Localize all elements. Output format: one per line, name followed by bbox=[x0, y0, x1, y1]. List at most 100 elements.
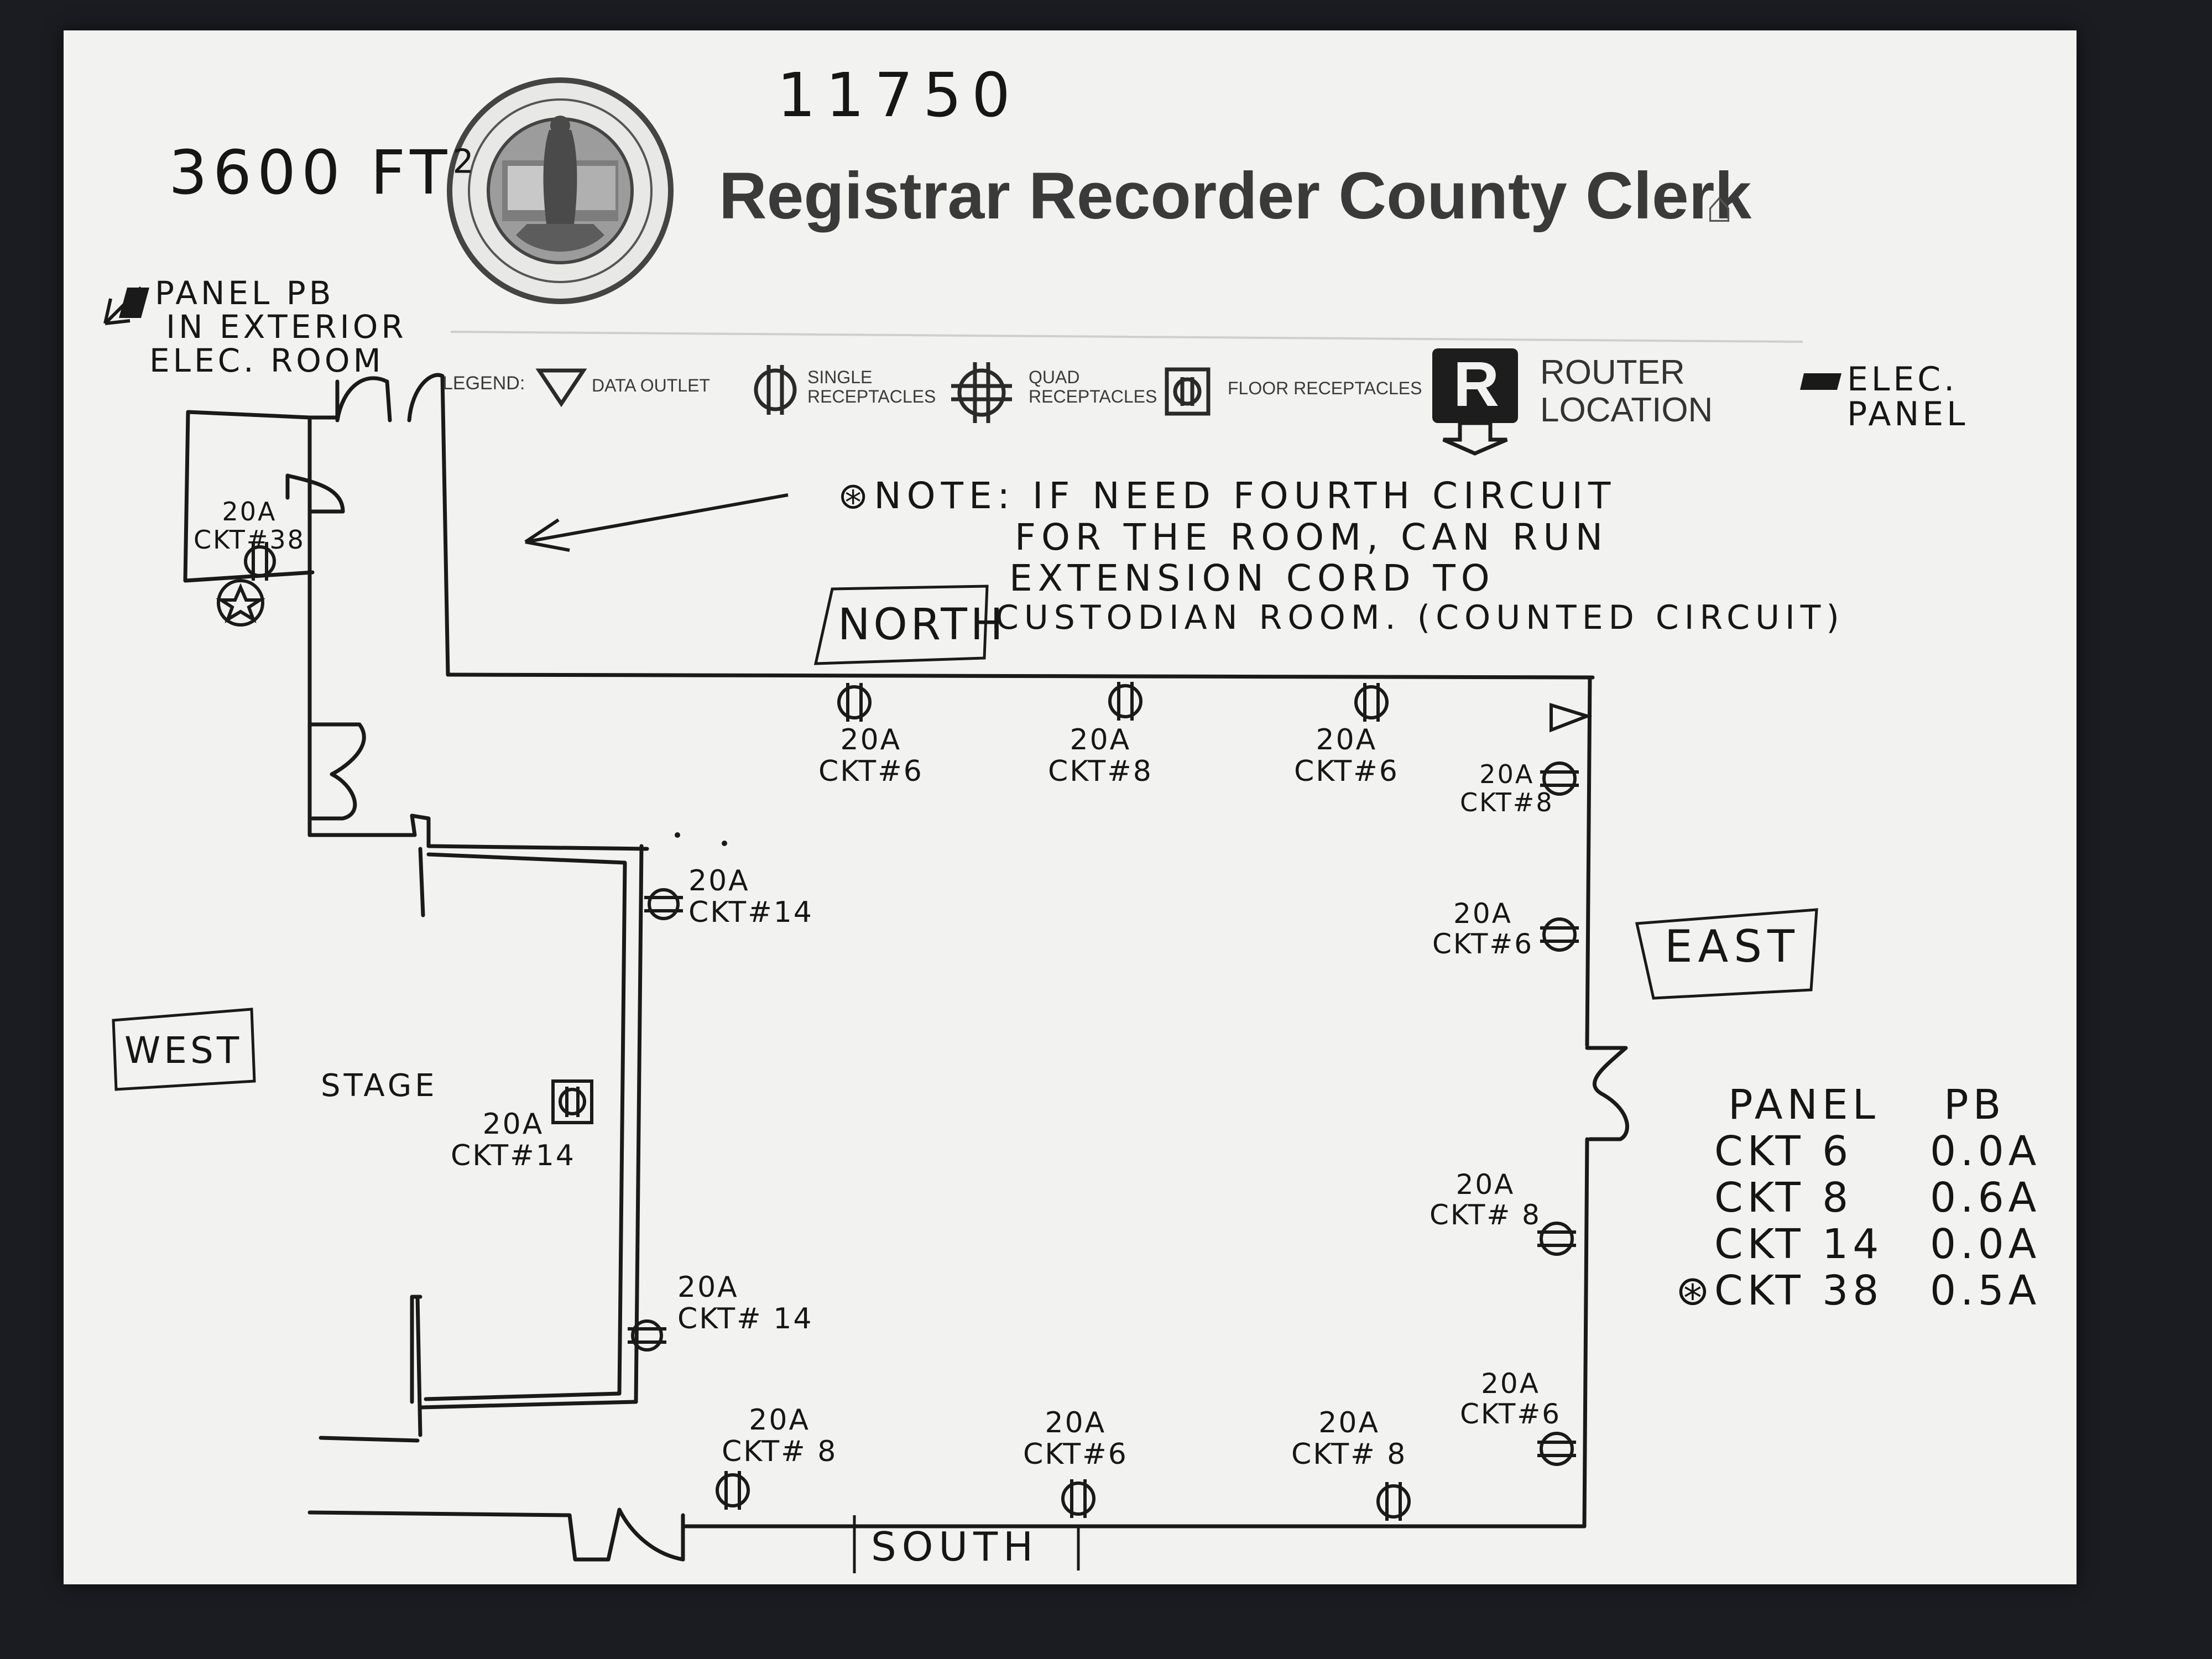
legend-floor-receptacles-label: FLOOR RECEPTACLES bbox=[1228, 378, 1422, 398]
receptacle-east-3 bbox=[1537, 1222, 1576, 1256]
east-box bbox=[1635, 908, 1818, 1000]
legend-line: RECEPTACLES bbox=[807, 387, 936, 407]
legend-single-receptacles-label: SINGLE RECEPTACLES bbox=[807, 367, 936, 407]
elec-room-wall bbox=[183, 410, 315, 583]
area-superscript: 2 bbox=[452, 142, 479, 181]
circuit-number: CKT# 8 bbox=[1430, 1199, 1541, 1231]
circuit-number: CKT#8 bbox=[1048, 755, 1153, 789]
circuit-amp: 20A bbox=[482, 1108, 544, 1141]
circuit-number: CKT#14 bbox=[451, 1139, 576, 1173]
home-icon[interactable]: ⌂ bbox=[1706, 182, 1733, 231]
legend-quad-receptacle-icon bbox=[951, 362, 1012, 423]
circuit-amp: 20A bbox=[1070, 723, 1131, 757]
receptacle-south-2 bbox=[1061, 1479, 1095, 1518]
legend-line: PANEL bbox=[1847, 395, 1969, 434]
panel-note-line: IN EXTERIOR bbox=[166, 307, 407, 346]
note-line: ⊛NOTE: IF NEED FOURTH CIRCUIT bbox=[838, 474, 1845, 517]
legend-floor-receptacle-icon bbox=[1165, 367, 1211, 416]
panel-load-table: PANEL PB CKT 6 0.0A CKT 8 0.6A CKT 14 0.… bbox=[1676, 1081, 2041, 1314]
panel-table-load: 0.6A bbox=[1930, 1174, 2041, 1222]
page-title: Registrar Recorder County Clerk bbox=[719, 159, 1752, 233]
note-text: NOTE: IF NEED FOURTH CIRCUIT bbox=[874, 474, 1616, 517]
legend-line: LOCATION bbox=[1540, 391, 1713, 430]
circuit-amp: 20A bbox=[1316, 723, 1378, 757]
circuit-amp: 20A bbox=[749, 1404, 811, 1437]
circuit-number: CKT#6 bbox=[1294, 755, 1399, 789]
panel-table-row: CKT 14 0.0A bbox=[1714, 1220, 2041, 1268]
legend-quad-receptacles-label: QUAD RECEPTACLES bbox=[1029, 367, 1157, 407]
south-box bbox=[853, 1515, 1080, 1573]
circuit-number: CKT#38 bbox=[194, 524, 305, 555]
county-seal bbox=[447, 77, 674, 304]
note-line: FOR THE ROOM, CAN RUN bbox=[1015, 515, 1609, 559]
panel-table-load: 0.5A bbox=[1930, 1267, 2041, 1314]
panel-note-line: ELEC. ROOM bbox=[149, 341, 384, 379]
area-value: 3600 FT bbox=[169, 137, 453, 208]
circuit-number: CKT# 14 bbox=[677, 1302, 813, 1336]
receptacle-east-2 bbox=[1540, 917, 1579, 952]
north-wall bbox=[446, 672, 1595, 680]
stage-label: STAGE bbox=[321, 1068, 438, 1104]
panel-table-load: 0.0A bbox=[1930, 1220, 2041, 1268]
panel-table-circuit: CKT 14 bbox=[1714, 1220, 1884, 1268]
panel-table-load: 0.0A bbox=[1930, 1128, 2041, 1175]
panel-table-row: CKT 6 0.0A bbox=[1714, 1128, 2041, 1175]
circuit-number: CKT# 8 bbox=[722, 1435, 838, 1469]
star-icon: ⊛ bbox=[838, 474, 874, 517]
panel-table-circuit: CKT 38 bbox=[1714, 1267, 1884, 1314]
legend-label: LEGEND: bbox=[442, 373, 525, 394]
note-block: ⊛NOTE: IF NEED FOURTH CIRCUIT FOR THE RO… bbox=[838, 474, 1845, 637]
legend-line: SINGLE bbox=[807, 367, 873, 387]
note-line: CUSTODIAN ROOM. (COUNTED CIRCUIT) bbox=[995, 598, 1845, 637]
area-label: 3600 FT2 bbox=[169, 140, 479, 205]
paper-sheet bbox=[64, 30, 2077, 1584]
receptacle-south-1 bbox=[716, 1471, 750, 1510]
west-box bbox=[112, 1008, 256, 1091]
legend-line: RECEPTACLES bbox=[1029, 387, 1157, 407]
receptacle-north-1 bbox=[837, 683, 872, 722]
elec-panel-left-icon bbox=[119, 288, 149, 318]
circuit-number: CKT#14 bbox=[688, 896, 813, 930]
receptacle-north-2 bbox=[1108, 682, 1142, 721]
elec-panel-legend-icon bbox=[1800, 373, 1841, 390]
legend-elec-panel-label: ELEC. PANEL bbox=[1847, 362, 1969, 432]
receptacle-east-1 bbox=[1540, 761, 1579, 796]
circuit-amp: 20A bbox=[688, 864, 750, 898]
legend-router-icon bbox=[1432, 348, 1518, 456]
panel-table-header: PANEL PB bbox=[1728, 1081, 2041, 1129]
circuit-number: CKT#6 bbox=[1460, 1398, 1562, 1430]
circuit-amp: 20A bbox=[1453, 898, 1512, 930]
west-label: WEST bbox=[124, 1029, 243, 1072]
receptacle-east-4 bbox=[1537, 1432, 1576, 1466]
note-line: EXTENSION CORD TO bbox=[1009, 557, 1495, 600]
panel-table-row: ⊛ CKT 38 0.5A bbox=[1676, 1267, 2041, 1314]
east-wall bbox=[1585, 675, 1592, 1047]
legend-data-outlet-icon bbox=[535, 368, 587, 408]
circuit-number: CKT#6 bbox=[1432, 928, 1534, 960]
receptacle-stage-top bbox=[644, 888, 683, 920]
circuit-amp: 20A bbox=[1479, 759, 1535, 789]
panel-table-header-cell: PANEL bbox=[1728, 1081, 1880, 1129]
south-label: SOUTH bbox=[871, 1524, 1039, 1570]
circuit-number: CKT# 8 bbox=[1291, 1438, 1407, 1472]
panel-table-circuit: CKT 6 bbox=[1714, 1128, 1853, 1175]
panel-table-circuit: CKT 8 bbox=[1714, 1174, 1853, 1222]
receptacle-elec-room bbox=[244, 542, 276, 581]
north-box bbox=[813, 585, 989, 665]
legend-data-outlet-label: DATA OUTLET bbox=[592, 375, 710, 395]
east-label: EAST bbox=[1665, 921, 1800, 972]
panel-note-line: PANEL PB bbox=[155, 274, 335, 312]
starred-receptacle bbox=[215, 579, 266, 627]
legend-line: QUAD bbox=[1029, 367, 1080, 387]
